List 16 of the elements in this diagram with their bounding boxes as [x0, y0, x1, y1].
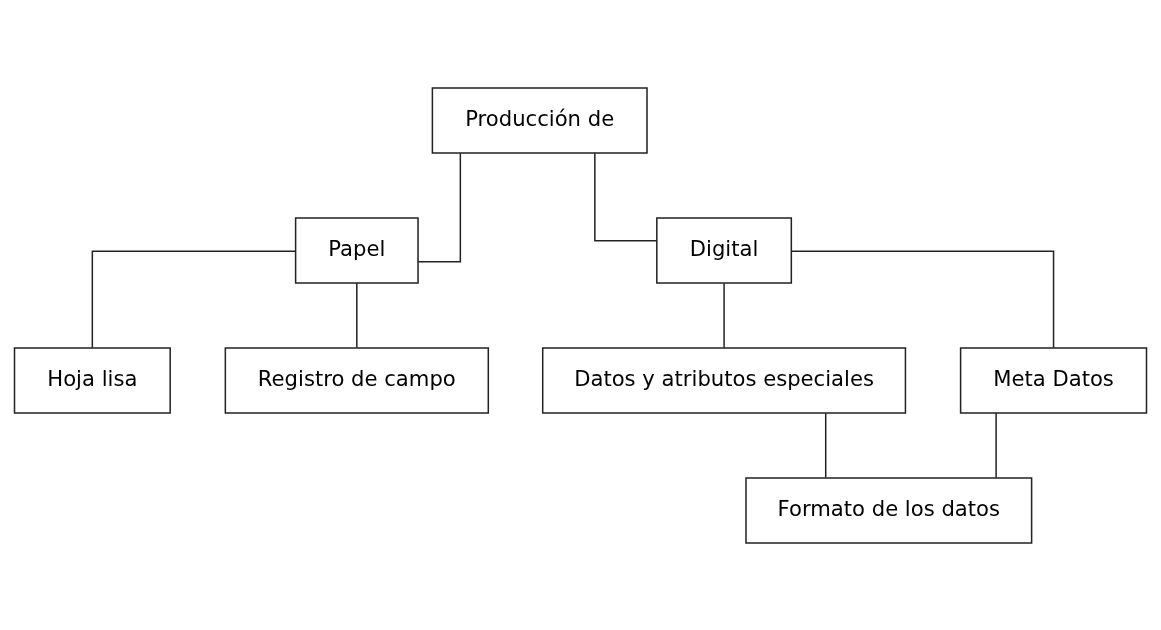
node-box: Producción de [431, 86, 648, 154]
connector [91, 250, 297, 349]
connector [824, 412, 827, 478]
node-box: Formato de los datos [745, 476, 1033, 544]
connector [594, 152, 658, 241]
node-box: Digital [656, 216, 793, 284]
connector [417, 152, 462, 263]
node-box: Papel [294, 216, 419, 284]
connector [995, 412, 997, 478]
connector [356, 282, 358, 348]
connector [790, 250, 1055, 349]
node-box: Meta Datos [959, 346, 1148, 414]
node-box: Registro de campo [224, 346, 490, 414]
connector [723, 282, 725, 348]
node-box: Hoja lisa [13, 346, 171, 414]
node-box: Datos y atributos especiales [541, 346, 907, 414]
